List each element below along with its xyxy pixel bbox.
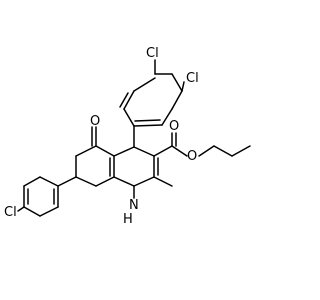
bond (153, 176, 173, 187)
bond (171, 90, 183, 110)
bond-layer (17, 59, 251, 217)
ketone-oxygen-label: O (90, 114, 100, 129)
bond (153, 145, 173, 157)
bond (39, 206, 59, 217)
bond (134, 119, 161, 122)
bond (75, 145, 97, 157)
bond (113, 176, 135, 187)
bond (23, 206, 41, 217)
bond (181, 81, 185, 92)
bond (133, 77, 156, 92)
bond (75, 176, 97, 187)
atom-labels: Cl Cl Cl O O O N H (4, 46, 199, 227)
bond (119, 92, 129, 108)
bond (133, 176, 155, 187)
bond (39, 176, 59, 187)
bond (95, 145, 115, 157)
chlorine-label-left: Cl (4, 205, 17, 220)
bond (198, 145, 215, 157)
chlorine-label-right: Cl (186, 71, 199, 86)
bond (123, 108, 135, 127)
bond (133, 124, 163, 127)
chlorine-label-top: Cl (146, 46, 159, 61)
amine-hydrogen-label: H (123, 212, 133, 227)
bond (123, 90, 135, 110)
bond (133, 146, 155, 157)
bond (95, 176, 115, 187)
bond (17, 206, 25, 212)
bond (161, 108, 173, 126)
bond (171, 145, 188, 157)
bond (231, 145, 251, 157)
bond (113, 146, 135, 157)
ester-oxygen-label: O (187, 149, 197, 164)
molecule-diagram: Cl Cl Cl O O O N H (4, 46, 251, 227)
bond (171, 73, 183, 92)
ester-carbonyl-oxygen-label: O (169, 119, 179, 134)
bond (23, 176, 41, 187)
bond (57, 176, 77, 187)
bond (213, 145, 233, 157)
amine-nitrogen-label: N (129, 198, 139, 213)
